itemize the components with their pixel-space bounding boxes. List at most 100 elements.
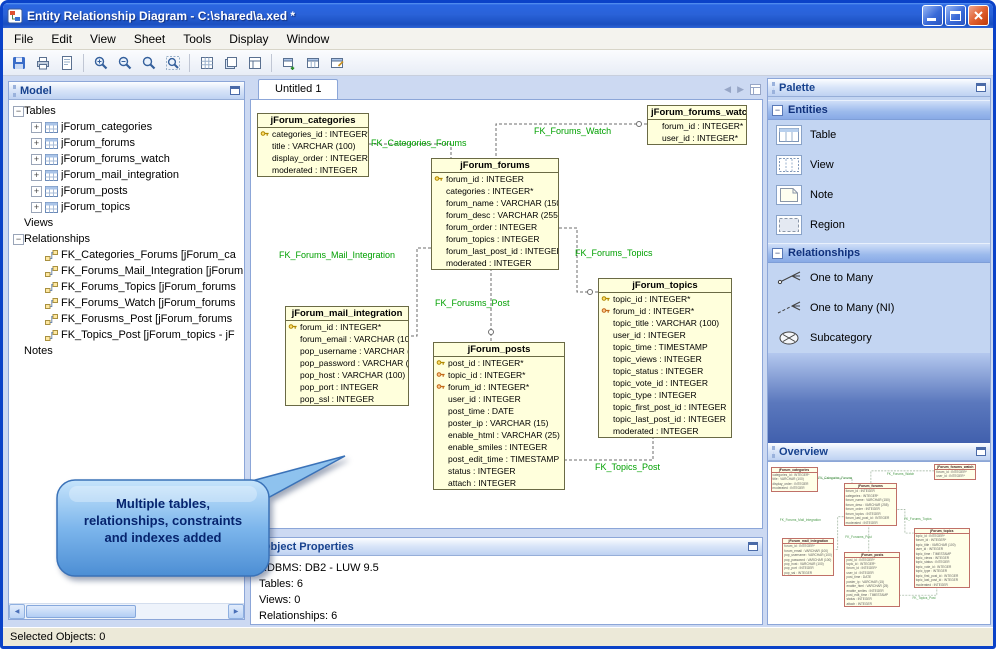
- tab-untitled-1[interactable]: Untitled 1: [258, 79, 339, 99]
- tab-list-icon[interactable]: [750, 84, 761, 95]
- palette-item-one-to-many[interactable]: One to Many: [768, 263, 990, 293]
- scroll-track[interactable]: [25, 604, 228, 619]
- menu-item-window[interactable]: Window: [286, 31, 330, 46]
- menu-item-view[interactable]: View: [90, 31, 116, 46]
- scroll-left-button[interactable]: [9, 604, 25, 619]
- print-button[interactable]: [31, 52, 54, 74]
- expand-icon[interactable]: [31, 201, 42, 213]
- expand-icon[interactable]: [31, 169, 42, 181]
- titlebar[interactable]: Entity Relationship Diagram - C:\shared\…: [3, 3, 993, 28]
- tab-forward-icon[interactable]: [737, 84, 744, 95]
- zoom-fit-button[interactable]: [161, 52, 184, 74]
- palette-item-subcategory[interactable]: Subcategory: [768, 323, 990, 353]
- preview-button[interactable]: [55, 52, 78, 74]
- menu-item-edit[interactable]: Edit: [51, 31, 73, 46]
- float-panel-icon[interactable]: [748, 542, 758, 551]
- palette-item-note[interactable]: Note: [768, 180, 990, 210]
- tree-item-tables[interactable]: Tables: [9, 103, 244, 119]
- collapse-icon[interactable]: [772, 104, 783, 116]
- tree-item-relationships[interactable]: Relationships: [9, 231, 244, 247]
- layers-button[interactable]: [219, 52, 242, 74]
- save-button[interactable]: [7, 52, 30, 74]
- field-text: topic_type : INTEGER: [613, 390, 697, 400]
- palette-header[interactable]: Palette: [768, 79, 990, 97]
- palette-item-one-to-many-ni[interactable]: One to Many (NI): [768, 293, 990, 323]
- object-properties-header[interactable]: Object Properties: [251, 538, 762, 556]
- maximize-button[interactable]: [945, 5, 966, 26]
- toolbar-separator: [271, 53, 272, 72]
- palette-section-entities[interactable]: Entities: [768, 100, 990, 120]
- tree-item-jforum-categories[interactable]: jForum_categories: [9, 119, 244, 135]
- collapse-icon[interactable]: [13, 105, 24, 117]
- scroll-thumb[interactable]: [26, 605, 136, 618]
- close-button[interactable]: [968, 5, 989, 26]
- expand-icon[interactable]: [31, 185, 42, 197]
- menu-item-file[interactable]: File: [14, 31, 34, 46]
- entity-field: topic_id : INTEGER*: [915, 534, 969, 538]
- zoom-out-button[interactable]: [113, 52, 136, 74]
- tree-item-fk-topics-post-jforum-topics-jf[interactable]: FK_Topics_Post [jForum_topics - jF: [9, 327, 244, 343]
- palette-item-table[interactable]: Table: [768, 120, 990, 150]
- tab-back-icon[interactable]: [724, 84, 731, 95]
- model-horizontal-scrollbar[interactable]: [9, 603, 244, 619]
- tree-item-jforum-posts[interactable]: jForum_posts: [9, 183, 244, 199]
- table-props-button[interactable]: [325, 52, 348, 74]
- tree-item-jforum-forums-watch[interactable]: jForum_forums_watch: [9, 151, 244, 167]
- expand-icon[interactable]: [31, 137, 42, 149]
- tree-item-jforum-mail-integration[interactable]: jForum_mail_integration: [9, 167, 244, 183]
- tree-item-views[interactable]: Views: [9, 215, 244, 231]
- tree-item-fk-categories-forums-jforum-ca[interactable]: FK_Categories_Forums [jForum_ca: [9, 247, 244, 263]
- float-panel-icon[interactable]: [230, 86, 240, 95]
- zoom-in-button[interactable]: [89, 52, 112, 74]
- tree-item-fk-forusms-post-jforum-forums[interactable]: FK_Forusms_Post [jForum_forums: [9, 311, 244, 327]
- minimize-button[interactable]: [922, 5, 943, 26]
- field-text: topic_status : INTEGER: [915, 560, 950, 565]
- palette-item-label: Region: [810, 219, 845, 231]
- palette-item-view[interactable]: View: [768, 150, 990, 180]
- expand-icon[interactable]: [31, 153, 42, 165]
- layout-button[interactable]: [243, 52, 266, 74]
- palette-item-region[interactable]: Region: [768, 210, 990, 240]
- tree-item-fk-forums-watch-jforum-forums[interactable]: FK_Forums_Watch [jForum_forums: [9, 295, 244, 311]
- tree-item-jforum-topics[interactable]: jForum_topics: [9, 199, 244, 215]
- collapse-icon[interactable]: [13, 233, 24, 245]
- tree-item-fk-forums-mail-integration-jforum[interactable]: FK_Forums_Mail_Integration [jForum: [9, 263, 244, 279]
- menu-item-tools[interactable]: Tools: [183, 31, 212, 46]
- entity-field: post_time : DATE: [434, 405, 564, 417]
- overview-header[interactable]: Overview: [768, 443, 990, 461]
- table-grid-button[interactable]: [301, 52, 324, 74]
- panel-grip-icon: [772, 81, 775, 94]
- entity-field: pop_port : INTEGER: [286, 381, 408, 393]
- table-new-button[interactable]: [277, 52, 300, 74]
- zoom-scale-button[interactable]: [137, 52, 160, 74]
- tree-item-notes[interactable]: Notes: [9, 343, 244, 359]
- object-property: Tables: 6: [259, 578, 304, 590]
- expand-icon[interactable]: [31, 121, 42, 133]
- grid-button[interactable]: [195, 52, 218, 74]
- model-panel-header[interactable]: Model: [9, 82, 244, 100]
- status-bar: Selected Objects: 0: [3, 627, 993, 646]
- tree-item-fk-forums-topics-jforum-forums[interactable]: FK_Forums_Topics [jForum_forums: [9, 279, 244, 295]
- tree-item-jforum-forums[interactable]: jForum_forums: [9, 135, 244, 151]
- float-panel-icon[interactable]: [976, 83, 986, 92]
- palette-section-relationships[interactable]: Relationships: [768, 243, 990, 263]
- collapse-icon[interactable]: [772, 247, 783, 259]
- menu-item-display[interactable]: Display: [229, 31, 269, 46]
- entity-field: topic_type : INTEGER: [915, 569, 969, 573]
- float-panel-icon[interactable]: [976, 447, 986, 456]
- object-property: Views: 0: [259, 594, 301, 606]
- menu-item-sheet[interactable]: Sheet: [133, 31, 166, 46]
- entity-field: topic_title : VARCHAR (100): [599, 317, 731, 329]
- field-text: pop_username : VARCHAR (100): [784, 553, 832, 558]
- entity-field: forum_last_post_id : INTEGER: [432, 245, 558, 257]
- scroll-right-button[interactable]: [228, 604, 244, 619]
